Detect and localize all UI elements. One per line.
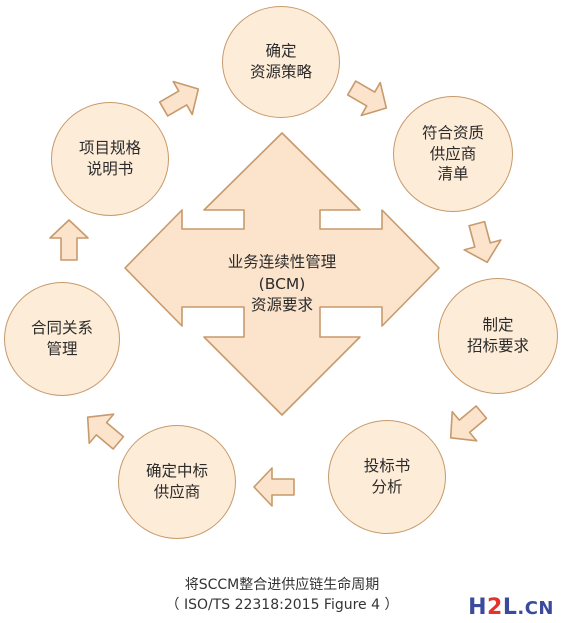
flow-arrow-1 — [158, 80, 200, 117]
node-text: 供应商 — [429, 144, 477, 163]
node-text: 合同关系 — [30, 319, 93, 338]
watermark-2: 2 — [487, 595, 503, 620]
node-text: 符合资质 — [421, 123, 484, 142]
node-select-winner: 确定中标 供应商 — [118, 425, 236, 539]
center-label-line2: (BCM) — [258, 274, 306, 293]
flow-arrow-6 — [86, 413, 125, 450]
node-resource-strategy: 确定 资源策略 — [222, 6, 340, 118]
node-text: 制定 — [482, 316, 514, 335]
node-text: 说明书 — [86, 160, 134, 178]
center-label-line3: 资源要求 — [250, 296, 313, 315]
node-project-spec: 项目规格 说明书 — [51, 102, 169, 216]
node-qualified-suppliers: 符合资质 供应商 清单 — [393, 96, 513, 212]
center-label: 业务连续性管理 (BCM) 资源要求 — [182, 252, 382, 317]
node-text: 确定 — [265, 42, 297, 61]
node-text: 供应商 — [153, 483, 201, 501]
node-text: 管理 — [46, 340, 78, 358]
node-bid-analysis: 投标书 分析 — [328, 420, 446, 534]
node-text: 资源策略 — [249, 63, 312, 81]
flow-arrow-2 — [346, 80, 388, 117]
node-text: 清单 — [437, 165, 469, 184]
flow-arrow-4 — [449, 405, 488, 442]
node-text: 招标要求 — [466, 337, 529, 355]
flow-arrow-7 — [49, 219, 89, 261]
center-cross-arrow — [124, 132, 440, 416]
flow-arrow-5 — [253, 467, 295, 507]
watermark-h: H — [468, 595, 488, 620]
watermark-tld: .CN — [517, 598, 554, 619]
node-contract-management: 合同关系 管理 — [4, 282, 120, 396]
node-tender-requirements: 制定 招标要求 — [438, 278, 558, 394]
node-text: 项目规格 — [78, 139, 141, 158]
center-label-line1: 业务连续性管理 — [227, 253, 337, 271]
watermark-l: L — [502, 595, 518, 620]
caption-line2: （ ISO/TS 22318:2015 Figure 4 ） — [165, 597, 399, 613]
flow-arrow-3 — [463, 220, 502, 264]
node-text: 分析 — [371, 478, 403, 496]
caption-line1: 将SCCM整合进供应链生命周期 — [184, 577, 380, 593]
node-text: 投标书 — [363, 457, 411, 476]
watermark-logo: H2L.CN — [468, 595, 554, 620]
node-text: 确定中标 — [145, 462, 208, 481]
